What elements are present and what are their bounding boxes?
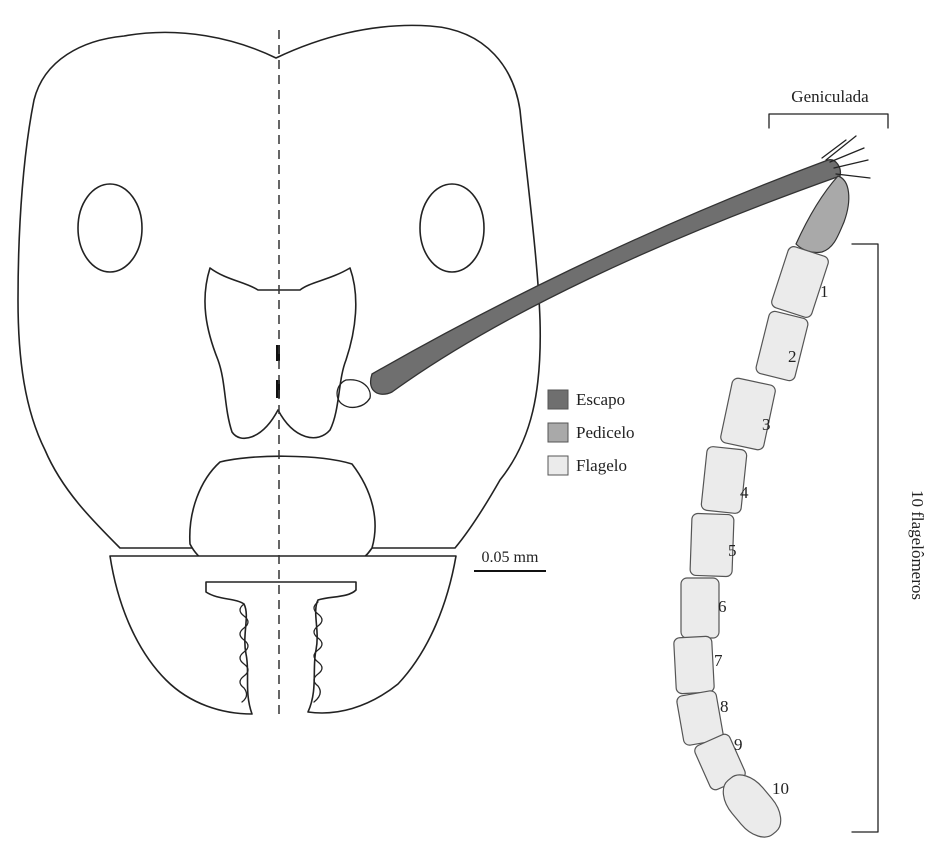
legend-label-escapo: Escapo (576, 390, 625, 409)
legend-label-pedicelo: Pedicelo (576, 423, 635, 442)
flagellomere-4 (701, 446, 747, 514)
geniculada-bracket: Geniculada (769, 87, 888, 128)
scale-bar: 0.05 mm (474, 549, 546, 571)
scale-bar-label: 0.05 mm (482, 549, 539, 566)
segment-number-8: 8 (720, 697, 729, 716)
segment-number-5: 5 (728, 541, 737, 560)
frontal-lobes (205, 268, 356, 438)
head-capsule (18, 25, 540, 718)
legend-swatch-escapo (548, 390, 568, 409)
segment-number-4: 4 (740, 483, 749, 502)
flagellomere-7 (674, 636, 715, 694)
geniculada-label: Geniculada (791, 87, 869, 106)
segment-number-2: 2 (788, 347, 797, 366)
right-compound-eye (420, 184, 484, 272)
legend: Escapo Pedicelo Flagelo (548, 390, 635, 475)
mandibles (110, 556, 456, 714)
segment-number-10: 10 (772, 779, 789, 798)
flagellum (674, 245, 830, 845)
left-compound-eye (78, 184, 142, 272)
flagellomeres-bracket: 10 flagelômeros (852, 244, 927, 832)
segment-number-7: 7 (714, 651, 723, 670)
segment-number-1: 1 (820, 282, 829, 301)
segment-number-6: 6 (718, 597, 727, 616)
flagellomeres-label: 10 flagelômeros (908, 490, 927, 600)
segment-number-3: 3 (762, 415, 771, 434)
flagellomere-2 (755, 310, 809, 382)
flagellomere-6 (681, 578, 719, 638)
legend-swatch-flagelo (548, 456, 568, 475)
legend-swatch-pedicelo (548, 423, 568, 442)
segment-number-9: 9 (734, 735, 743, 754)
legend-label-flagelo: Flagelo (576, 456, 627, 475)
flagellomere-3 (720, 377, 777, 451)
